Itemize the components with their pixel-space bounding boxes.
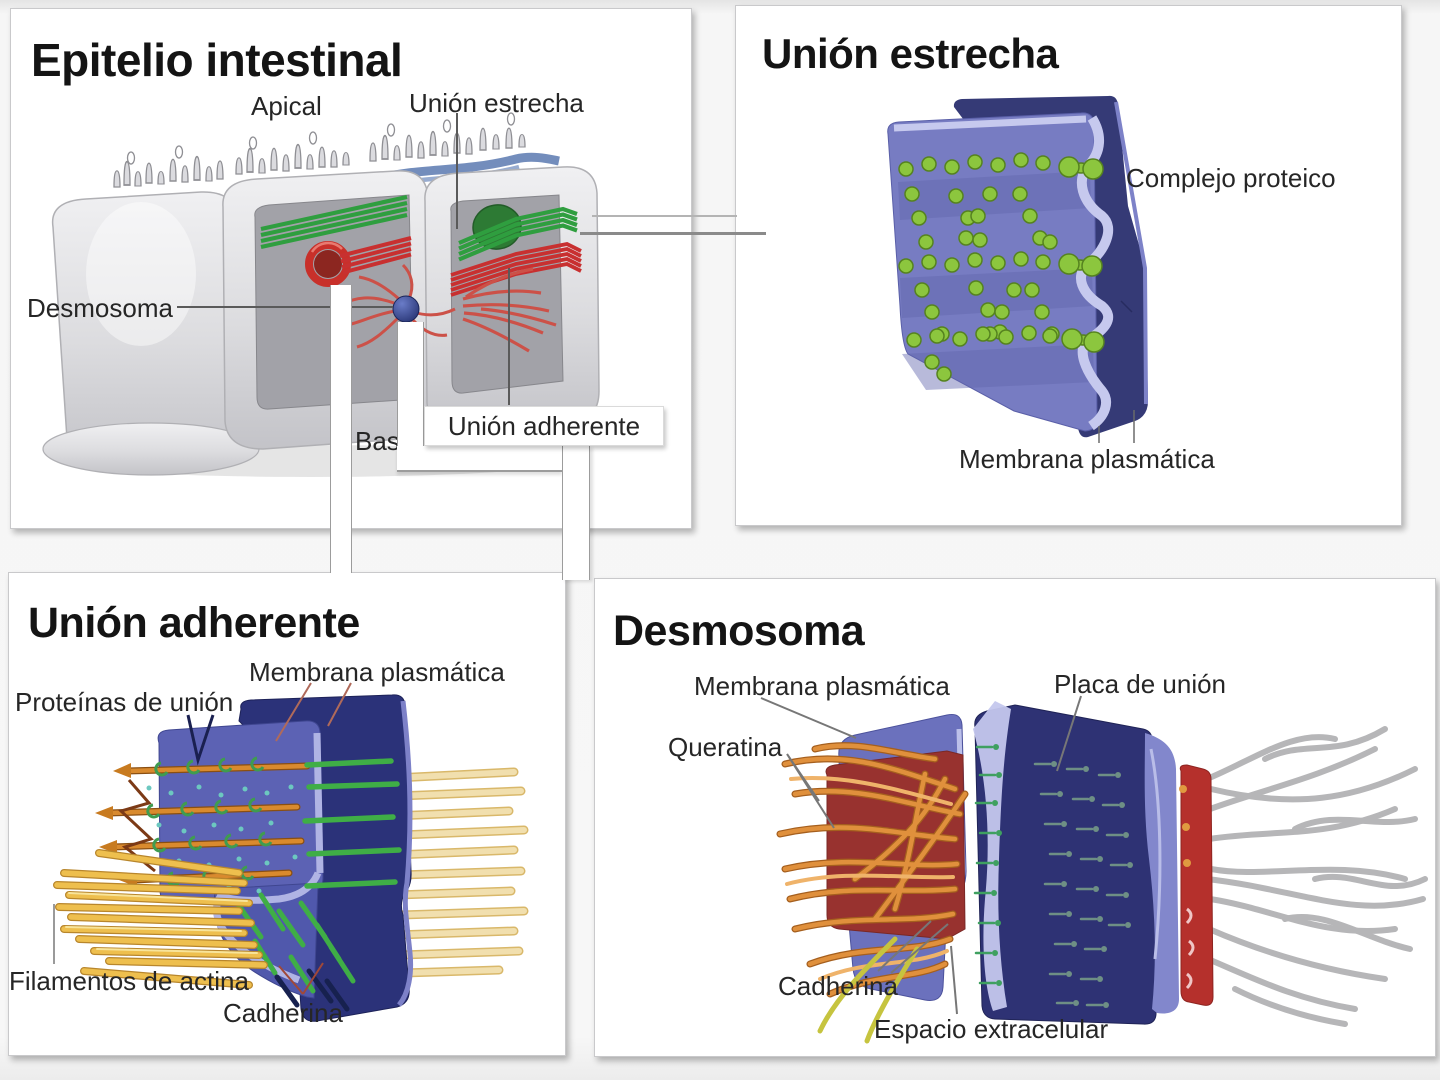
label-filamentos-de-actina: Filamentos de actina — [9, 966, 249, 996]
gray-keratin-filaments — [1204, 726, 1428, 1027]
left-actin-bundle — [53, 849, 268, 989]
desmosome-illustration — [760, 695, 1428, 1044]
label-queratina: Queratina — [668, 732, 783, 762]
connector-line-to-tight-junction-panel-lower — [580, 232, 766, 235]
tight-junction-illustration — [887, 95, 1148, 443]
connector-line-to-tight-junction-panel-upper — [592, 215, 737, 217]
panel-union-adherente: Unión adherente Membrana plasmática Prot… — [8, 572, 566, 1056]
adherens-junction-band-right-cell — [450, 242, 582, 297]
membrane-pointer-lines — [1098, 410, 1135, 443]
connector-pipe-desmosome-vertical-top — [397, 322, 424, 448]
navy-membrane-cell2 — [974, 704, 1179, 1025]
label-placa-de-union: Placa de unión — [1054, 669, 1227, 699]
connector-pipe-desmosome-horizontal — [397, 446, 562, 472]
rod-crosslink-zigzag — [118, 779, 156, 873]
label-membrana-plasmatica-ua: Membrana plasmática — [249, 657, 505, 687]
adherens-junction-illustration — [53, 682, 529, 1022]
label-apical: Apical — [251, 91, 322, 121]
right-plaque — [1179, 764, 1214, 1006]
cadherin-rods — [234, 758, 402, 1012]
microvilli — [113, 112, 526, 188]
adherens-junction-ring-middle-cell — [305, 241, 351, 287]
pointer-lines — [760, 695, 1082, 1015]
back-slab-rim — [1114, 101, 1148, 405]
orange-keratin-filaments — [776, 742, 969, 1044]
panel-title-union-estrecha: Unión estrecha — [762, 30, 1059, 77]
label-union-estrecha: Unión estrecha — [409, 88, 584, 118]
label-complejo-proteico: Complejo proteico — [1126, 163, 1336, 193]
label-membrana-plasmatica-ue: Membrana plasmática — [959, 444, 1215, 474]
label-desmosoma: Desmosoma — [27, 293, 173, 323]
label-union-adherente: Unión adherente — [447, 410, 641, 441]
connector-pipe-desmosome-vertical-bottom — [562, 446, 590, 580]
back-membrane-cell2 — [238, 694, 414, 1022]
label-cadherina-d: Cadherina — [778, 971, 898, 1001]
pointer-lines — [177, 113, 510, 405]
tight-junction-band-right-cell — [458, 206, 578, 262]
label-proteinas-de-union: Proteínas de unión — [15, 687, 234, 717]
panel-union-estrecha: Unión estrecha Complejo proteico Membran… — [735, 5, 1402, 526]
label-membrana-plasmatica-d: Membrana plasmática — [694, 671, 950, 701]
label-espacio-extracelular: Espacio extracelular — [874, 1014, 1109, 1044]
panel-title-epitelio: Epitelio intestinal — [31, 34, 403, 86]
lavender-membrane-sheet — [973, 701, 1011, 1011]
label-cadherina-ua: Cadherina — [223, 998, 343, 1028]
protein-bead-strands — [898, 152, 1105, 382]
tight-junction-band-middle-cell — [260, 194, 408, 250]
panel-title-desmosoma: Desmosoma — [613, 607, 865, 655]
connector-pipe-adherens-to-panel — [330, 285, 352, 573]
adherens-junction-band-middle-cell — [339, 236, 412, 275]
back-membrane-slab — [953, 95, 1148, 438]
right-actin-rods — [389, 767, 529, 978]
label-union-adherente-box: Unión adherente — [424, 406, 664, 446]
panel-desmosoma: Desmosoma Membrana plasmática Placa de u… — [594, 578, 1436, 1057]
pointer-lines — [53, 682, 352, 995]
epithelial-cells — [42, 166, 600, 476]
panel-title-union-adherente: Unión adherente — [28, 599, 360, 647]
